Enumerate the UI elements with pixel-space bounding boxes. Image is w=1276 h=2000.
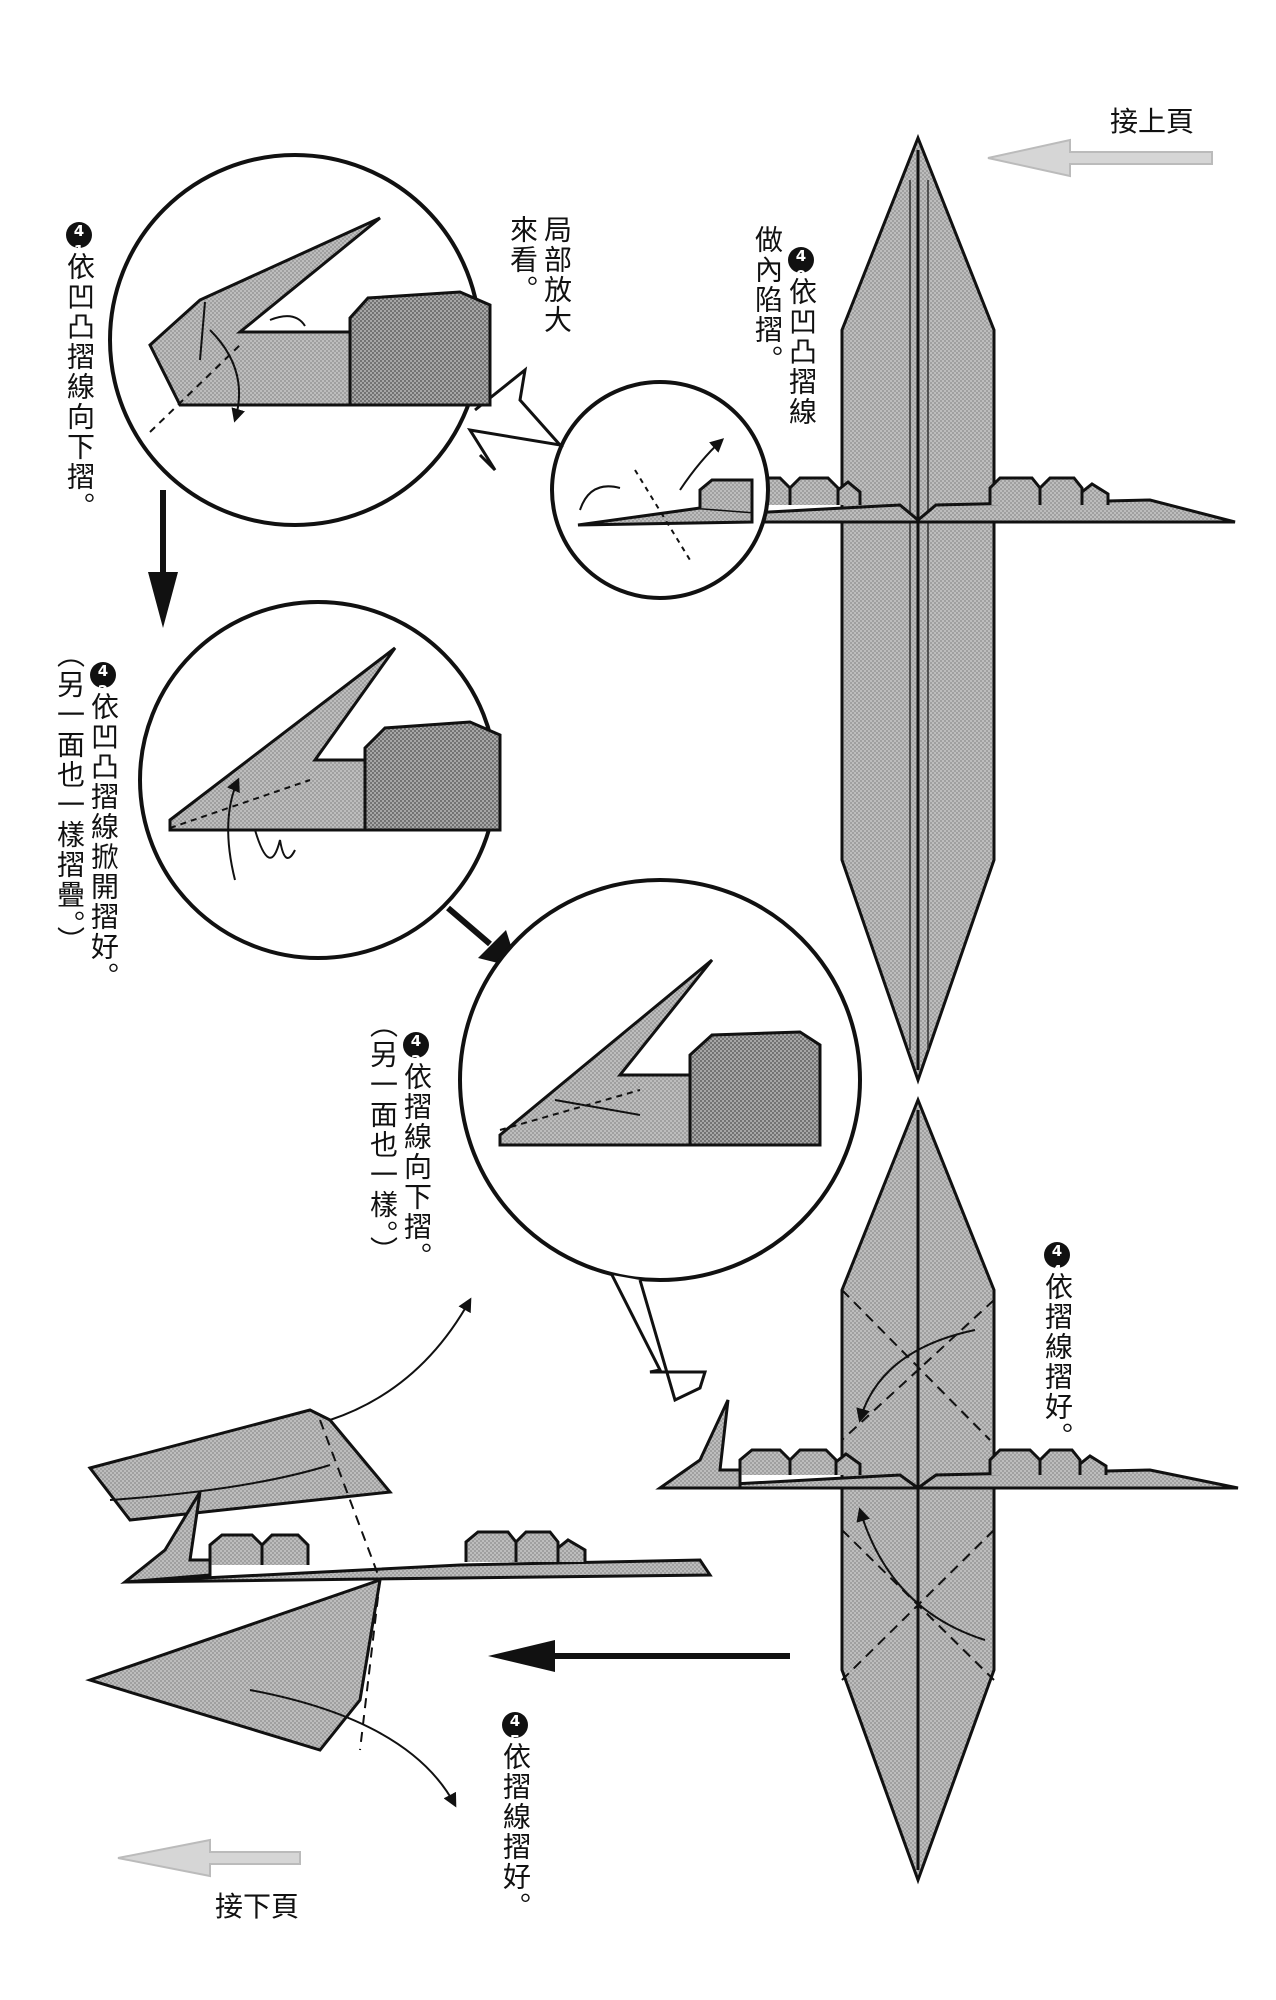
step42-number-badge: 42 xyxy=(90,661,116,702)
step45-number-badge: 45 xyxy=(502,1711,528,1752)
step40-zoom-circle xyxy=(550,380,770,600)
step41-to-42-arrow-icon xyxy=(148,490,178,628)
step40-number-badge: 40 xyxy=(788,246,814,287)
next-page-label: 接下頁 xyxy=(215,1890,300,1923)
step43-number-badge: 43 xyxy=(403,1031,429,1072)
step40-instruction: 40依凹凸摺線 做內陷摺。 xyxy=(750,225,852,427)
step45-figure xyxy=(85,1297,713,1808)
prev-page-label: 接上頁 xyxy=(1110,105,1195,138)
prev-page-arrow-icon xyxy=(987,138,1213,178)
next-page-arrow-icon xyxy=(117,1838,301,1878)
step40-figure xyxy=(579,133,1236,1085)
step41-zoom-circle xyxy=(108,153,564,527)
step43-zoom-circle xyxy=(458,878,862,1403)
step43-text: 依摺線向下摺。 （另一面也一樣。） xyxy=(366,1010,433,1272)
step42-text: 依凹凸摺線掀開摺好。 （另一面也一樣摺疊。） xyxy=(53,640,120,992)
step45-text: 依摺線摺好。 xyxy=(499,1741,532,1922)
step43-instruction: 43依摺線向下摺。 （另一面也一樣。） xyxy=(365,1010,467,1272)
step44-number-badge: 44 xyxy=(1044,1241,1070,1282)
step44-to-45-arrow-icon xyxy=(488,1640,790,1672)
step42-zoom-circle xyxy=(138,600,502,960)
step40-text: 依凹凸摺線 做內陷摺。 xyxy=(751,225,818,427)
step44-figure xyxy=(655,1095,1239,1885)
step45-instruction: 45依摺線摺好。 xyxy=(498,1690,566,1922)
step44-instruction: 44依摺線摺好。 xyxy=(1040,1220,1108,1452)
step42-instruction: 42依凹凸摺線掀開摺好。 （另一面也一樣摺疊。） xyxy=(52,640,154,992)
step41-number-badge: 41 xyxy=(66,221,92,262)
step41-instruction: 41依凹凸摺線向下摺。 xyxy=(62,200,130,522)
step44-text: 依摺線摺好。 xyxy=(1041,1271,1074,1452)
step41-text: 依凹凸摺線向下摺。 xyxy=(63,251,96,522)
zoom-note: 局部放大 來看。 xyxy=(506,215,573,335)
